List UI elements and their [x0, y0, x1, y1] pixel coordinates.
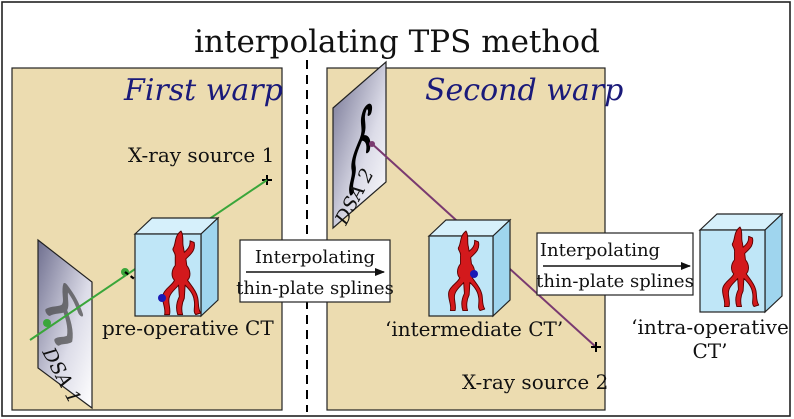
landmark-marker-2 [470, 270, 478, 278]
xray-source-2-label: X-ray source 2 [462, 370, 608, 394]
step1-line1: Interpolating [255, 247, 375, 268]
pre-operative-ct-cube [133, 216, 220, 318]
dsa-1-plate [37, 238, 93, 410]
step1-line2: thin-plate splines [236, 278, 394, 299]
landmark-marker-1 [158, 294, 166, 302]
pre-operative-ct-label: pre-operative CT [102, 316, 274, 340]
intermediate-ct-cube [427, 218, 512, 318]
step2-line1: Interpolating [540, 240, 660, 261]
intra-operative-ct-cube [698, 212, 784, 314]
ray-point-3 [369, 141, 375, 147]
step2-box [536, 232, 694, 296]
step2-line2: thin-plate splines [536, 271, 694, 292]
intra-operative-ct-label-line1: ‘intra-operative [631, 315, 789, 339]
ray-point-1 [43, 319, 51, 327]
xray-source-2-marker [591, 342, 601, 352]
intermediate-ct-label: ‘intermediate CT’ [385, 317, 563, 341]
first-warp-heading: First warp [123, 73, 283, 108]
second-warp-heading: Second warp [425, 73, 623, 108]
step1-box [239, 239, 391, 303]
xray-source-1-label: X-ray source 1 [128, 143, 274, 167]
intra-operative-ct-label-line2: CT’ [693, 339, 728, 363]
diagram-title: interpolating TPS method [194, 24, 600, 60]
dsa-2-plate [332, 60, 387, 230]
